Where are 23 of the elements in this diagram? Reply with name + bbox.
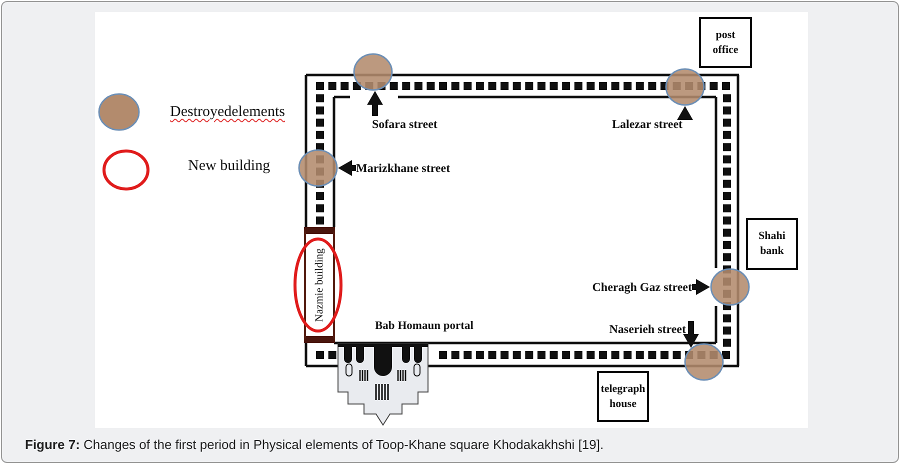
portal-label: Bab Homaun portal bbox=[375, 319, 474, 334]
building-box: post office bbox=[699, 17, 752, 68]
building-box: telegraph house bbox=[597, 371, 649, 422]
street-label: Naserieh street bbox=[609, 321, 686, 337]
circle-marker-icon bbox=[710, 268, 750, 306]
circle-marker-icon bbox=[684, 343, 724, 381]
circle-marker-icon bbox=[353, 53, 393, 91]
arrow bbox=[338, 160, 356, 176]
building-box: Nazmie building bbox=[304, 227, 335, 343]
figure-caption: Figure 7: Changes of the first period in Physical elements of Toop-Khane square Khodakakhshi [19]. bbox=[25, 437, 604, 453]
circle-marker-icon bbox=[298, 149, 338, 187]
circle-marker-icon bbox=[665, 68, 705, 106]
street-label: Cheragh Gaz street bbox=[592, 279, 692, 295]
arrow bbox=[683, 321, 699, 348]
building-box: Shahi bank bbox=[746, 218, 798, 270]
street-label: Sofara street bbox=[372, 116, 438, 132]
arrow bbox=[692, 279, 710, 295]
street-label: Marizkhane street bbox=[356, 160, 450, 176]
street-label: Lalezar street bbox=[612, 116, 683, 132]
legend-label: Destroyedelements bbox=[170, 103, 285, 121]
arrow bbox=[367, 90, 383, 116]
legend-label: New building bbox=[188, 157, 270, 175]
arrow bbox=[677, 106, 693, 120]
